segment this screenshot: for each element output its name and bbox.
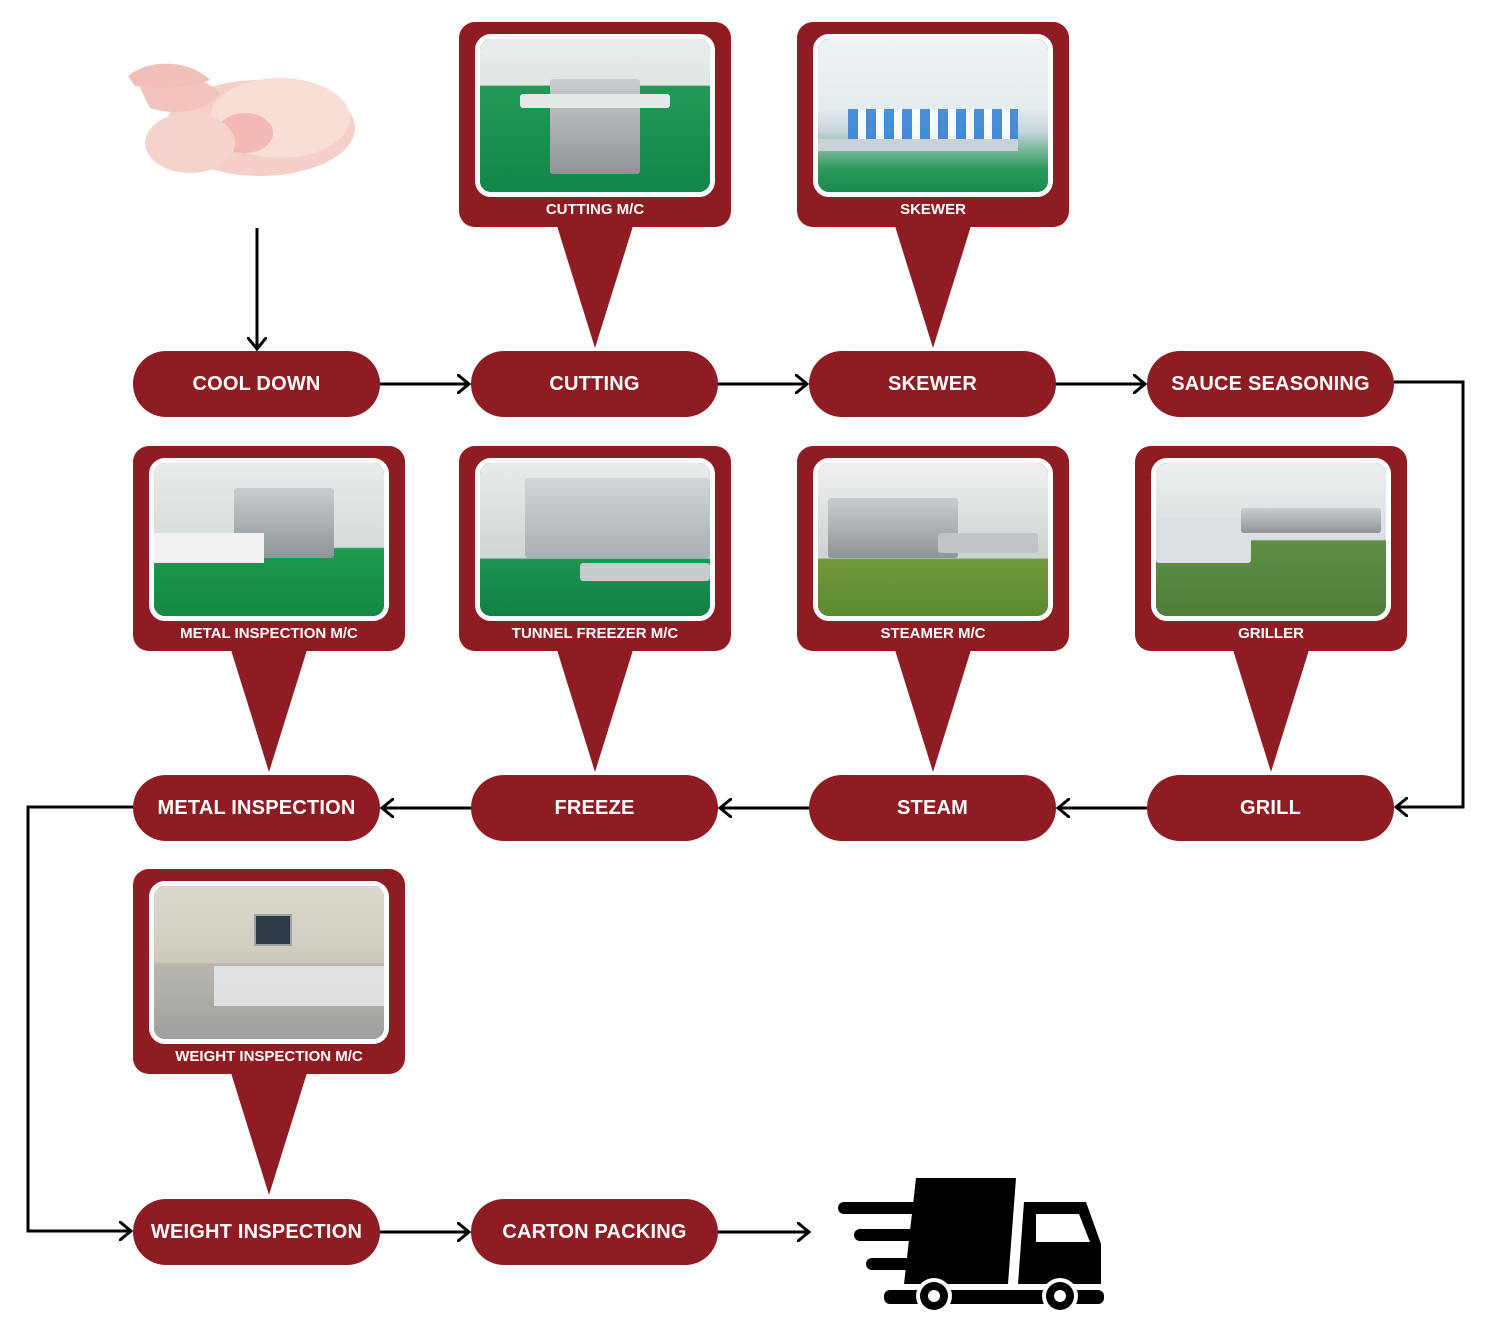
callout-label: WEIGHT INSPECTION M/C xyxy=(175,1048,363,1065)
callout-label: SKEWER xyxy=(900,201,966,218)
callout-cutting-machine: CUTTING M/C xyxy=(459,22,731,348)
callout-pointer xyxy=(231,650,307,772)
arrow-sauce-seasoning-to-grill xyxy=(1394,380,1465,807)
tunnel-freezer-machine-photo xyxy=(475,458,715,621)
callout-tunnel-freezer-machine: TUNNEL FREEZER M/C xyxy=(459,446,731,772)
step-grill: GRILL xyxy=(1147,775,1394,841)
step-cutting: CUTTING xyxy=(471,351,718,417)
callout-card: TUNNEL FREEZER M/C xyxy=(459,446,731,651)
callout-label: CUTTING M/C xyxy=(545,201,645,218)
callout-card: SKEWER xyxy=(797,22,1069,227)
callout-card: GRILLER xyxy=(1135,446,1407,651)
step-weight-inspection: WEIGHT INSPECTION xyxy=(133,1199,380,1265)
callout-pointer xyxy=(557,226,633,348)
griller-photo xyxy=(1151,458,1391,621)
callout-griller: GRILLER xyxy=(1135,446,1407,772)
callout-card: WEIGHT INSPECTION M/C xyxy=(133,869,405,1074)
step-freeze: FREEZE xyxy=(471,775,718,841)
step-metal-inspection: METAL INSPECTION xyxy=(133,775,380,841)
step-cool-down: COOL DOWN xyxy=(133,351,380,417)
chicken-image xyxy=(120,48,360,188)
step-skewer: SKEWER xyxy=(809,351,1056,417)
callout-label: GRILLER xyxy=(1238,625,1304,642)
arrow-metal-inspection-to-weight-inspection xyxy=(26,805,133,1231)
callout-pointer xyxy=(1233,650,1309,772)
skewer-station-photo xyxy=(813,34,1053,197)
step-sauce-seasoning: SAUCE SEASONING xyxy=(1147,351,1394,417)
step-steam: STEAM xyxy=(809,775,1056,841)
step-carton-packing: CARTON PACKING xyxy=(471,1199,718,1265)
callout-weight-inspection-machine: WEIGHT INSPECTION M/C xyxy=(133,869,405,1195)
callout-skewer: SKEWER xyxy=(797,22,1069,348)
callout-label: TUNNEL FREEZER M/C xyxy=(511,625,679,642)
callout-pointer xyxy=(895,650,971,772)
callout-card: STEAMER M/C xyxy=(797,446,1069,651)
callout-label: STEAMER M/C xyxy=(880,625,986,642)
callout-steamer-machine: STEAMER M/C xyxy=(797,446,1069,772)
callout-card: METAL INSPECTION M/C xyxy=(133,446,405,651)
callout-card: CUTTING M/C xyxy=(459,22,731,227)
steamer-machine-photo xyxy=(813,458,1053,621)
callout-label: METAL INSPECTION M/C xyxy=(180,625,358,642)
callout-pointer xyxy=(557,650,633,772)
weight-inspection-machine-photo xyxy=(149,881,389,1044)
callout-metal-inspection-machine: METAL INSPECTION M/C xyxy=(133,446,405,772)
callout-pointer xyxy=(895,226,971,348)
callout-pointer xyxy=(231,1073,307,1195)
cutting-machine-photo xyxy=(475,34,715,197)
metal-inspection-machine-photo xyxy=(149,458,389,621)
delivery-truck-icon xyxy=(836,1172,1108,1314)
